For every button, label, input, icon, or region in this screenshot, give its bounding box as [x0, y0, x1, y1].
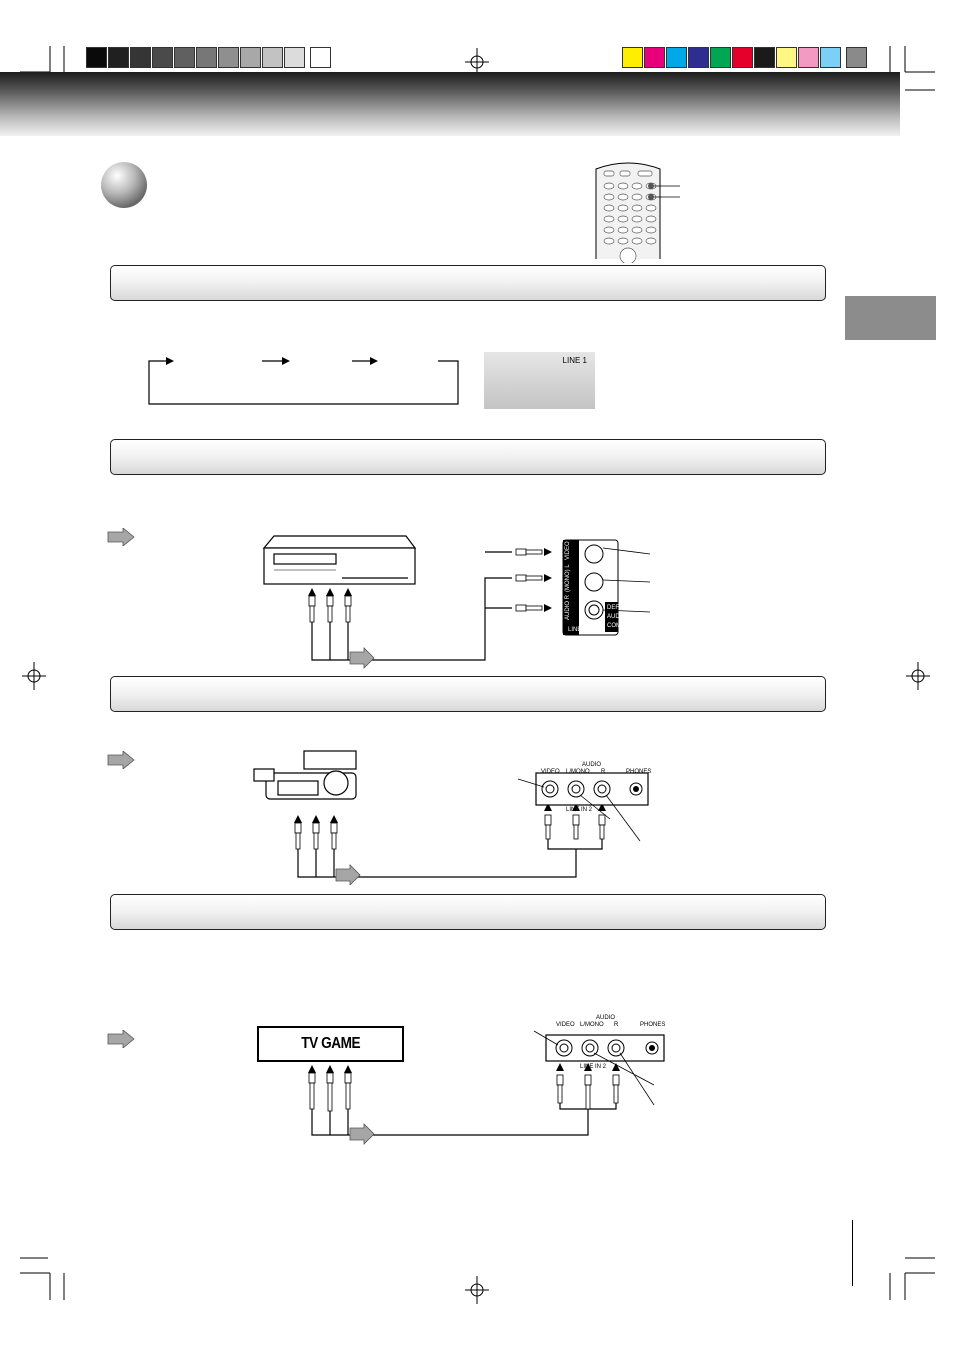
swatch: [262, 47, 283, 68]
panel2-footer-label: LINE IN 2: [566, 807, 593, 813]
swatch: [86, 47, 107, 68]
swatch: [732, 47, 753, 68]
panel3-video-label: VIDEO: [556, 1022, 575, 1028]
panel2-audio-group: AUDIO: [582, 762, 602, 768]
swatch: [776, 47, 797, 68]
panel2-lmono-label: L/MONO: [566, 769, 590, 775]
header-band: [0, 72, 900, 136]
camcorder-icon: [253, 750, 357, 800]
vcr-connection-diagram: [262, 535, 651, 669]
panel2-video-label: VIDEO: [541, 769, 560, 775]
swatch: [820, 47, 841, 68]
panel1-side-label: AUD: [607, 614, 620, 620]
pointer-arrow-icon: [107, 528, 135, 546]
swatch: [846, 47, 867, 68]
front-jack-panel: [545, 1034, 665, 1062]
swatch: [108, 47, 129, 68]
pointer-arrow-icon: [349, 647, 375, 669]
section-bar-1: [110, 265, 826, 301]
pointer-arrow-icon: [349, 1123, 375, 1145]
camcorder-connection-diagram: [253, 750, 649, 885]
swatch: [218, 47, 239, 68]
swatch: [622, 47, 643, 68]
tv-game-device: TV GAME: [257, 1026, 404, 1062]
pointer-arrow-icon: [107, 1030, 135, 1048]
panel2-phones-label: PHONES: [626, 769, 652, 775]
swatch: [240, 47, 261, 68]
swatch: [666, 47, 687, 68]
side-jack-panel: [562, 539, 619, 636]
page-divider: [852, 1220, 853, 1286]
swatch: [196, 47, 217, 68]
swatch: [754, 47, 775, 68]
arrow-right-icon: [370, 357, 378, 365]
input-cycle-diagram: [148, 357, 459, 405]
section-bullet-icon: [101, 162, 147, 208]
panel1-video-label: VIDEO: [565, 541, 571, 560]
tv-game-label: TV GAME: [301, 1035, 360, 1052]
pointer-arrow-icon: [107, 751, 135, 769]
section-bar-2: [110, 439, 826, 475]
panel2-r-label: R: [601, 769, 606, 775]
swatch: [710, 47, 731, 68]
panel1-mono-label: (MONO) L: [565, 564, 571, 592]
vcr-icon: [262, 535, 417, 585]
arrow-right-icon: [282, 357, 290, 365]
panel3-phones-label: PHONES: [640, 1022, 666, 1028]
panel3-lmono-label: L/MONO: [580, 1022, 604, 1028]
remote-control-illustration: [595, 162, 680, 263]
registration-mark-icon: [465, 48, 489, 76]
panel3-footer-label: LINE IN 2: [580, 1064, 607, 1070]
panel3-r-label: R: [614, 1022, 619, 1028]
osd-screen: LINE 1: [484, 352, 595, 409]
osd-screen-label: LINE 1: [562, 356, 587, 365]
swatch: [284, 47, 305, 68]
panel1-footer-label: LINE IN 1: [568, 627, 595, 633]
arrow-right-icon: [166, 357, 174, 365]
swatch: [798, 47, 819, 68]
section-bar-3: [110, 676, 826, 712]
swatch: [152, 47, 173, 68]
panel1-side-label: COM: [607, 623, 621, 629]
swatch: [644, 47, 665, 68]
front-jack-panel: [535, 772, 649, 806]
panel3-audio-group: AUDIO: [596, 1015, 616, 1021]
section-bar-4: [110, 894, 826, 930]
panel1-side-label: DEF: [607, 605, 619, 611]
tvgame-connection-diagram: [308, 1030, 665, 1145]
swatch: [310, 47, 331, 68]
swatch: [130, 47, 151, 68]
swatch: [174, 47, 195, 68]
panel1-audio-label: AUDIO R: [565, 594, 571, 620]
swatch: [688, 47, 709, 68]
side-tab: [845, 296, 936, 340]
pointer-arrow-icon: [335, 864, 361, 885]
